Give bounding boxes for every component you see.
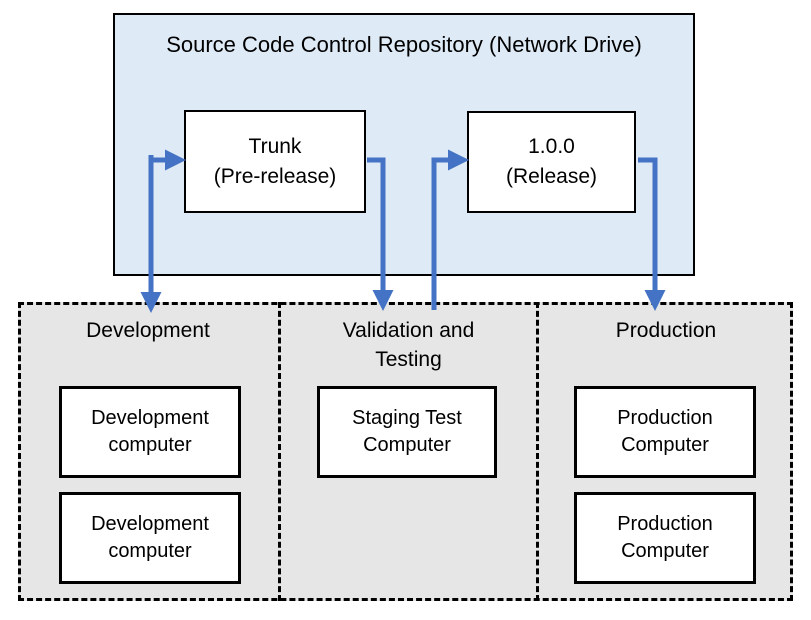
branch-release-line-1: 1.0.0 <box>528 135 575 158</box>
environment-divider-1 <box>278 302 281 601</box>
computer-production-2-line-2: Computer <box>621 540 709 562</box>
computer-box-staging-test[interactable]: Staging Test Computer <box>317 386 497 478</box>
computer-development-2-line-2: computer <box>108 540 192 562</box>
branch-release-line-2: (Release) <box>505 165 598 188</box>
computer-box-development-1[interactable]: Development computer <box>59 386 241 478</box>
computer-development-2-labels: Development computer <box>91 511 209 565</box>
computer-production-1-labels: Production Computer <box>617 405 713 459</box>
computer-box-production-2[interactable]: Production Computer <box>574 492 756 584</box>
branch-trunk-labels: Trunk (Pre-release) <box>214 132 337 192</box>
computer-staging-test-labels: Staging Test Computer <box>352 405 462 459</box>
computer-staging-test-line-1: Staging Test <box>352 407 462 429</box>
computer-box-production-1[interactable]: Production Computer <box>574 386 756 478</box>
environment-validation-line-1: Validation and <box>342 319 475 342</box>
computer-staging-test-line-2: Computer <box>363 434 451 456</box>
computer-production-2-line-1: Production <box>617 513 713 535</box>
branch-release-labels: 1.0.0 (Release) <box>506 132 597 192</box>
branch-box-trunk[interactable]: Trunk (Pre-release) <box>184 110 366 213</box>
environment-column-validation: Validation and Testing <box>281 302 536 601</box>
branch-trunk-line-1: Trunk <box>248 134 302 158</box>
computer-box-development-2[interactable]: Development computer <box>59 492 241 584</box>
branch-trunk-line-2: (Pre-release) <box>213 164 337 188</box>
environment-divider-2 <box>536 302 539 601</box>
environment-title-development: Development <box>18 316 278 345</box>
computer-production-1-line-2: Computer <box>621 434 709 456</box>
computer-development-1-labels: Development computer <box>91 405 209 459</box>
environment-title-production: Production <box>539 316 793 345</box>
branch-box-release[interactable]: 1.0.0 (Release) <box>467 111 636 213</box>
environment-validation-line-2: Testing <box>375 348 442 371</box>
computer-production-2-labels: Production Computer <box>617 511 713 565</box>
environment-production-line-1: Production <box>615 319 717 342</box>
environment-development-line-1: Development <box>86 319 210 342</box>
repository-title: Source Code Control Repository (Network … <box>166 32 642 57</box>
environment-title-validation: Validation and Testing <box>281 316 536 374</box>
computer-production-1-line-1: Production <box>617 407 713 429</box>
environment-column-development: Development <box>18 302 278 601</box>
computer-development-1-line-2: computer <box>108 434 192 456</box>
environment-column-production: Production <box>539 302 793 601</box>
computer-development-1-line-1: Development <box>91 407 209 429</box>
computer-development-2-line-1: Development <box>91 513 209 535</box>
